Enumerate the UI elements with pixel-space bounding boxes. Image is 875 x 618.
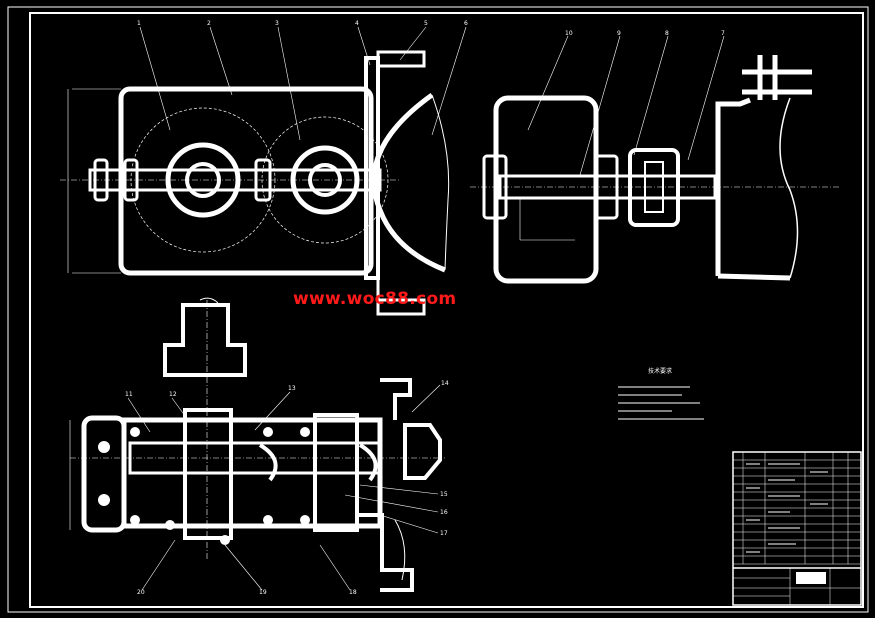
bolt-hole — [98, 441, 110, 453]
part-label: 6 — [464, 20, 468, 27]
part-label: 9 — [617, 30, 621, 37]
top-left-labels: 1 2 3 4 5 6 — [137, 20, 468, 27]
part-label: 18 — [349, 589, 357, 596]
bolt — [254, 158, 272, 202]
part-label: 11 — [125, 391, 133, 398]
part-label: 4 — [355, 20, 359, 27]
leader-lines — [139, 26, 467, 141]
end-cap — [81, 415, 127, 533]
title-block-grid — [733, 568, 861, 605]
bowl-curve — [371, 92, 446, 273]
part-label: 12 — [169, 391, 177, 398]
title-block-frame — [732, 451, 862, 606]
notes-title: 技术要求 — [648, 368, 673, 375]
title-block — [732, 451, 862, 606]
gearbox-housing — [118, 86, 374, 276]
gear-teeth — [258, 443, 278, 482]
part-label: 14 — [441, 380, 449, 387]
break-line — [199, 297, 219, 304]
flange-bottom — [376, 298, 426, 316]
bowl-edge — [431, 94, 450, 271]
motor-terminal — [742, 55, 812, 100]
output-flange-bottom — [355, 513, 414, 592]
bottom-labels: 11 12 13 14 15 16 17 18 19 20 — [125, 380, 449, 596]
gear-block — [313, 413, 359, 532]
top-left-view — [60, 26, 467, 316]
title-block-logo-area — [796, 572, 826, 584]
part-label: 8 — [665, 30, 669, 37]
part-label: 10 — [565, 30, 573, 37]
top-right-view — [470, 35, 840, 284]
motor-break-line — [779, 97, 799, 279]
leader-lines — [527, 35, 725, 176]
gear-block — [183, 408, 233, 540]
bolt-hole — [98, 494, 110, 506]
drum — [493, 95, 599, 284]
bolt — [123, 158, 139, 202]
gear-teeth — [358, 443, 378, 482]
watermark: www.woc88.com — [293, 289, 457, 309]
part-label: 17 — [440, 530, 448, 537]
notes-lines — [618, 386, 704, 420]
output-coupling — [403, 423, 442, 480]
part-label: 5 — [424, 20, 428, 27]
output-flange-top — [380, 378, 412, 420]
part-label: 15 — [440, 491, 448, 498]
bolts — [130, 427, 310, 545]
part-label: 19 — [259, 589, 267, 596]
bottom-view — [69, 297, 445, 592]
outer-border — [7, 6, 869, 613]
parts-list-text-strokes — [746, 463, 828, 553]
motor-frame — [715, 97, 751, 276]
part-label: 16 — [440, 509, 448, 516]
parts-list-grid — [733, 452, 861, 565]
leader-lines — [127, 384, 441, 591]
coupling — [628, 148, 680, 227]
bolt — [93, 158, 109, 202]
flange-top — [376, 50, 426, 68]
part-label: 2 — [207, 20, 211, 27]
part-label: 13 — [288, 385, 296, 392]
part-label: 20 — [137, 589, 145, 596]
break-line — [394, 519, 406, 581]
motor-base — [717, 273, 791, 281]
part-label: 7 — [721, 30, 725, 37]
inner-border — [29, 12, 864, 608]
part-label: 3 — [275, 20, 279, 27]
top-right-labels: 10 9 8 7 — [565, 30, 725, 37]
input-shaft-housing — [163, 303, 247, 377]
part-label: 1 — [137, 20, 141, 27]
